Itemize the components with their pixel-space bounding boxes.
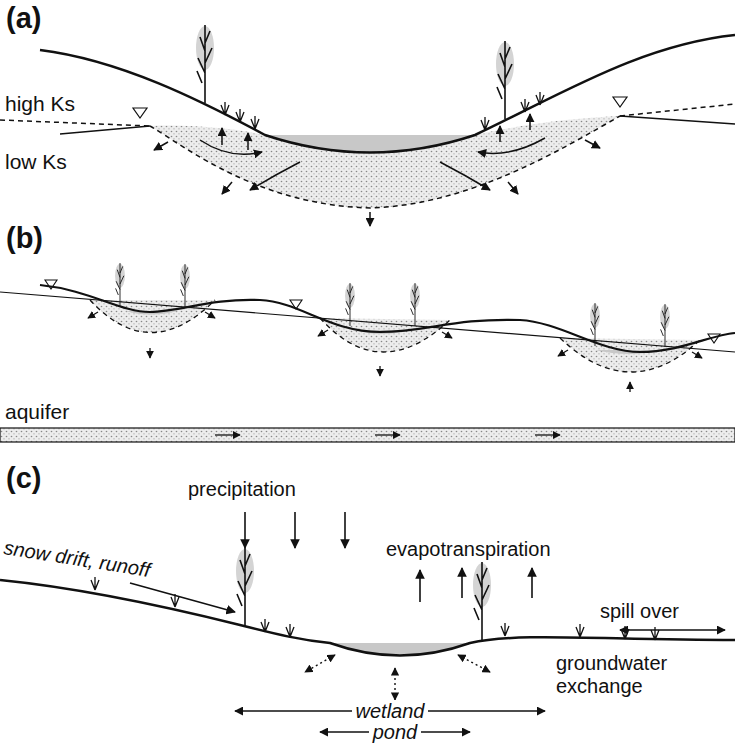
ground-surface (40, 285, 735, 352)
flux-label: groundwater exchange (556, 652, 706, 698)
panel-letter: (a) (6, 2, 41, 35)
extent-label: wetland (352, 700, 429, 723)
water-table (60, 116, 735, 134)
extent-label: pond (369, 721, 422, 744)
water-table (0, 292, 735, 352)
aquifer-label: aquifer (5, 400, 69, 424)
panel-letter: (c) (6, 462, 41, 495)
flow-arrows (154, 114, 600, 226)
ground-surface (0, 580, 735, 656)
flux-label: spill over (600, 600, 679, 623)
flux-label: precipitation (188, 478, 296, 501)
panel-c (0, 512, 735, 732)
mound-boundary (150, 116, 620, 208)
groundwater-arrows (305, 655, 490, 700)
flux-label: evapotranspiration (386, 538, 551, 561)
water-balance-arrows (130, 512, 532, 612)
panel-a (0, 25, 735, 226)
layer-label: low Ks (5, 150, 67, 174)
spill-arrow (620, 629, 725, 631)
saturated-mound (150, 116, 620, 208)
layer-boundary (0, 104, 735, 126)
panel-letter: (b) (6, 222, 43, 255)
layer-label: high Ks (5, 92, 75, 116)
aquifer-flow (215, 434, 560, 435)
water-table-symbol (133, 97, 627, 118)
panel-b (0, 263, 735, 442)
ground-surface (40, 35, 735, 153)
flux-label: snow drift, runoff (2, 536, 152, 582)
mound-boundary (90, 300, 700, 372)
aquifer-band (0, 428, 735, 442)
flow-arrows (88, 312, 702, 392)
